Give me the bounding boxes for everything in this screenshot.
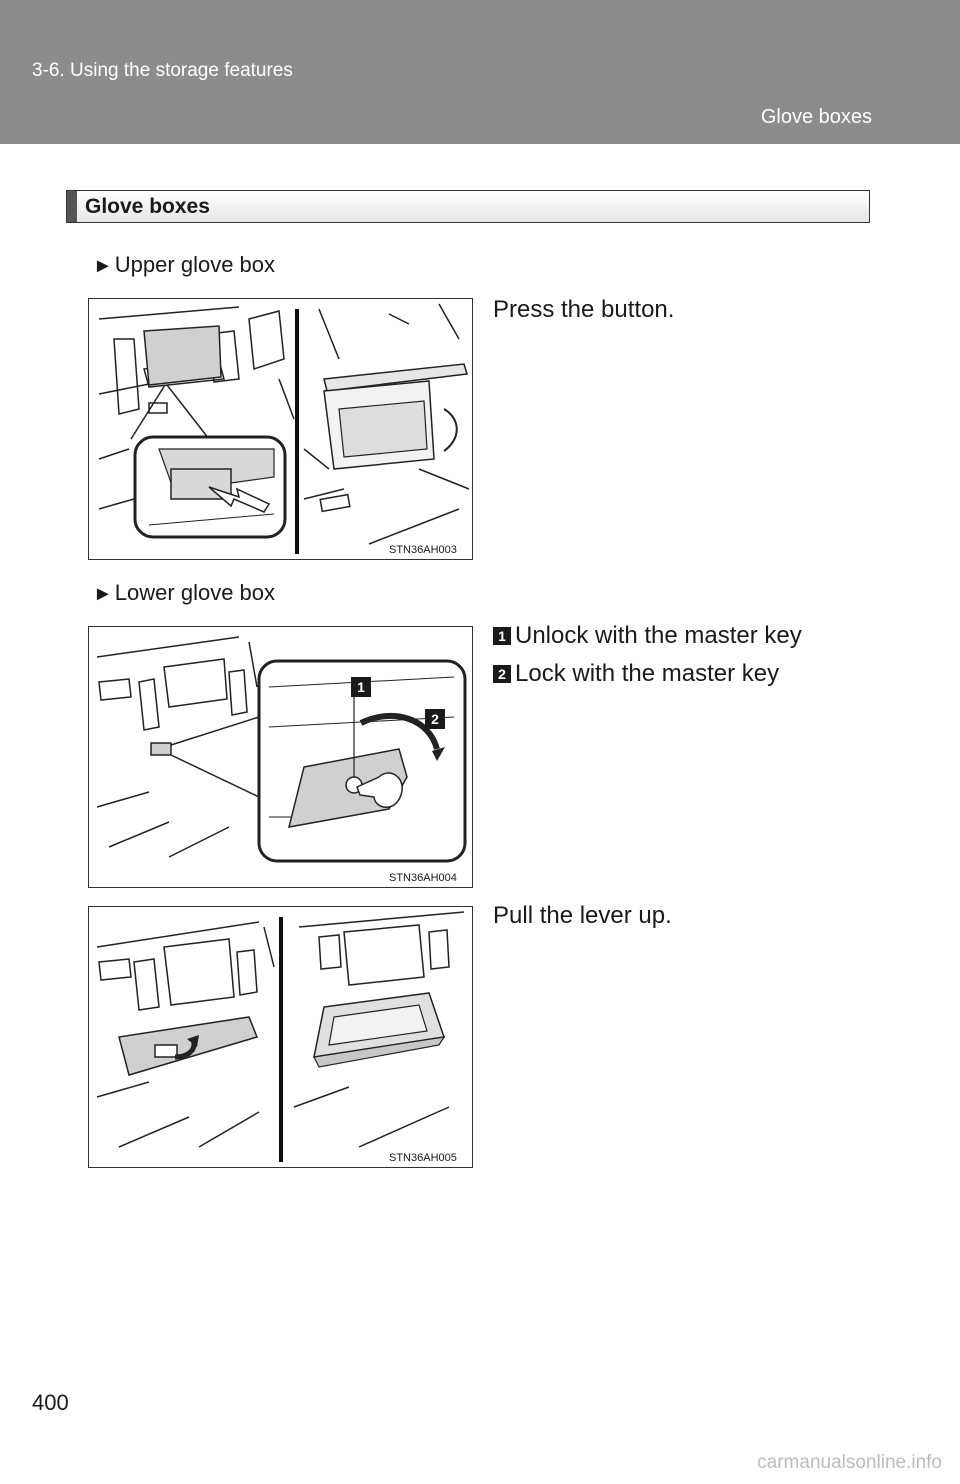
upper-figure-id: STN36AH003 [389,544,457,556]
lower-open-illustration: STN36AH005 [96,911,465,1164]
callout-2-label: 2 [431,711,439,727]
lower-open-figure-id: STN36AH005 [389,1152,457,1164]
upper-glove-box-figure: STN36AH003 [88,298,473,560]
section-heading: Glove boxes [85,195,210,218]
callout-1-label: 1 [357,679,365,695]
upper-illustration: STN36AH003 [98,303,470,556]
heading-bar [67,191,77,222]
lower-figure-id: STN36AH004 [389,872,457,884]
upper-instruction: Press the button. [493,296,675,323]
lower-glove-box-figure: 1 2 STN36AH004 [88,626,473,888]
step-2-number: 2 [493,665,511,683]
page-number: 400 [32,1390,69,1415]
upper-heading-label: Upper glove box [114,252,276,277]
topic-title: Glove boxes [760,106,872,128]
lower-instruction: Pull the lever up. [493,902,672,929]
step-2-text: Lock with the master key [515,660,780,687]
section-title: 3-6. Using the storage features [32,60,293,81]
lower-glove-box-open-figure: STN36AH005 [88,906,473,1168]
lower-heading-label: Lower glove box [114,580,276,605]
upper-heading: ►Upper glove box [93,252,275,278]
triangle-bullet-icon: ► [93,583,113,605]
page-header: 3-6. Using the storage features Glove bo… [0,0,960,144]
watermark: carmanualsonline.info [757,1452,942,1473]
section-heading-box: Glove boxes [66,190,870,223]
triangle-bullet-icon: ► [93,255,113,277]
step-1-text: Unlock with the master key [515,622,802,649]
lower-illustration: 1 2 STN36AH004 [96,636,467,884]
lower-heading: ►Lower glove box [93,580,275,606]
step-1-number: 1 [493,627,511,645]
